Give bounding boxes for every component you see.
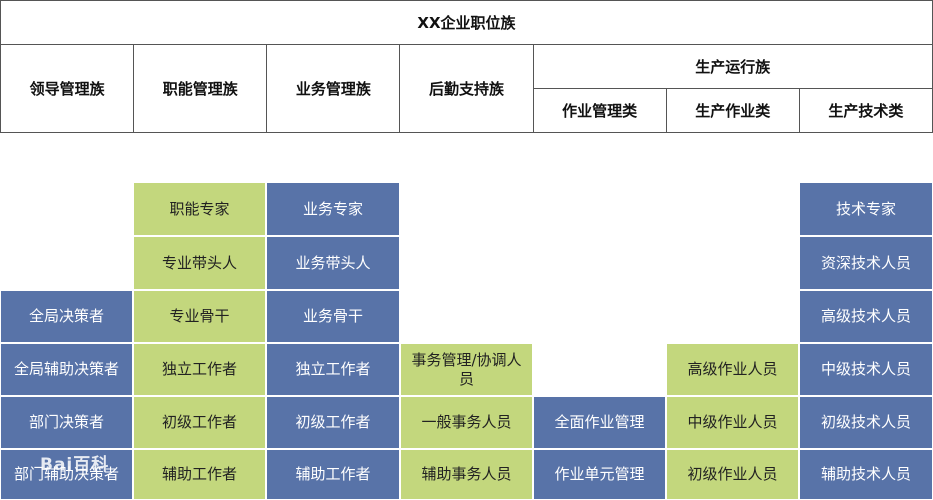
business-cell: 业务带头人 (266, 236, 400, 290)
business-cell: 辅助工作者 (266, 449, 400, 500)
leadership-cell: 全局决策者 (0, 290, 133, 343)
functional-cell: 初级工作者 (133, 396, 266, 449)
family-functional: 职能管理族 (133, 44, 268, 133)
production-tech-cell: 技术专家 (799, 182, 933, 236)
business-cell: 业务专家 (266, 182, 400, 236)
leadership-cell: 部门辅助决策者 (0, 449, 133, 500)
production-work-cell: 高级作业人员 (666, 343, 799, 396)
org-title: XX企业职位族 (0, 0, 933, 45)
family-business: 业务管理族 (266, 44, 401, 133)
business-cell: 独立工作者 (266, 343, 400, 396)
leadership-cell: 部门决策者 (0, 396, 133, 449)
operation-mgmt-cell: 作业单元管理 (533, 449, 666, 500)
business-cell: 初级工作者 (266, 396, 400, 449)
production-tech-cell: 初级技术人员 (799, 396, 933, 449)
leadership-cell: 全局辅助决策者 (0, 343, 133, 396)
sub-operation-mgmt: 作业管理类 (532, 88, 667, 133)
production-work-cell: 中级作业人员 (666, 396, 799, 449)
logistics-cell: 一般事务人员 (400, 396, 533, 449)
logistics-cell: 辅助事务人员 (400, 449, 533, 500)
functional-cell: 专业骨干 (133, 290, 266, 343)
functional-cell: 独立工作者 (133, 343, 266, 396)
family-leadership: 领导管理族 (0, 44, 135, 133)
sub-production-work: 生产作业类 (665, 88, 800, 133)
production-work-cell: 初级作业人员 (666, 449, 799, 500)
production-tech-cell: 资深技术人员 (799, 236, 933, 290)
operation-mgmt-cell: 全面作业管理 (533, 396, 666, 449)
job-family-header-table: XX企业职位族 领导管理族 职能管理族 业务管理族 后勤支持族 生产运行族 作业… (0, 0, 933, 133)
production-tech-cell: 中级技术人员 (799, 343, 933, 396)
sub-production-tech: 生产技术类 (798, 88, 933, 133)
family-logistics: 后勤支持族 (399, 44, 534, 133)
business-cell: 业务骨干 (266, 290, 400, 343)
production-tech-cell: 辅助技术人员 (799, 449, 933, 500)
logistics-cell: 事务管理/协调人员 (400, 343, 533, 396)
production-tech-cell: 高级技术人员 (799, 290, 933, 343)
baidu-watermark: Bai百科 (40, 455, 110, 475)
functional-cell: 专业带头人 (133, 236, 266, 290)
family-production: 生产运行族 (532, 44, 933, 89)
functional-cell: 辅助工作者 (133, 449, 266, 500)
functional-cell: 职能专家 (133, 182, 266, 236)
